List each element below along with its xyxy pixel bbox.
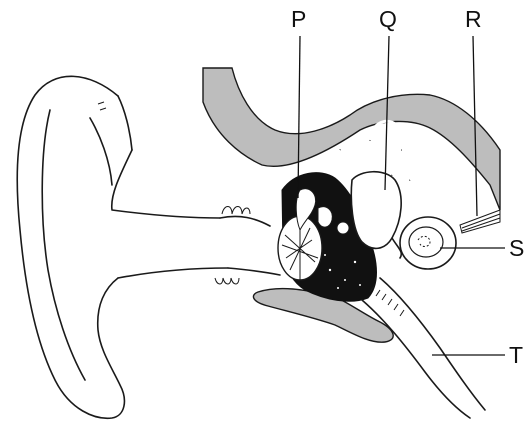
cochlea (392, 217, 456, 269)
label-Q: Q (379, 6, 397, 32)
label-R: R (465, 6, 482, 32)
leader-P (298, 36, 300, 198)
label-S: S (509, 235, 524, 261)
label-P: P (291, 6, 306, 32)
ear-canal (215, 207, 280, 285)
auditory-nerve (460, 210, 500, 233)
label-T: T (509, 342, 523, 368)
pinna (17, 76, 228, 418)
eustachian-tube (362, 278, 485, 418)
